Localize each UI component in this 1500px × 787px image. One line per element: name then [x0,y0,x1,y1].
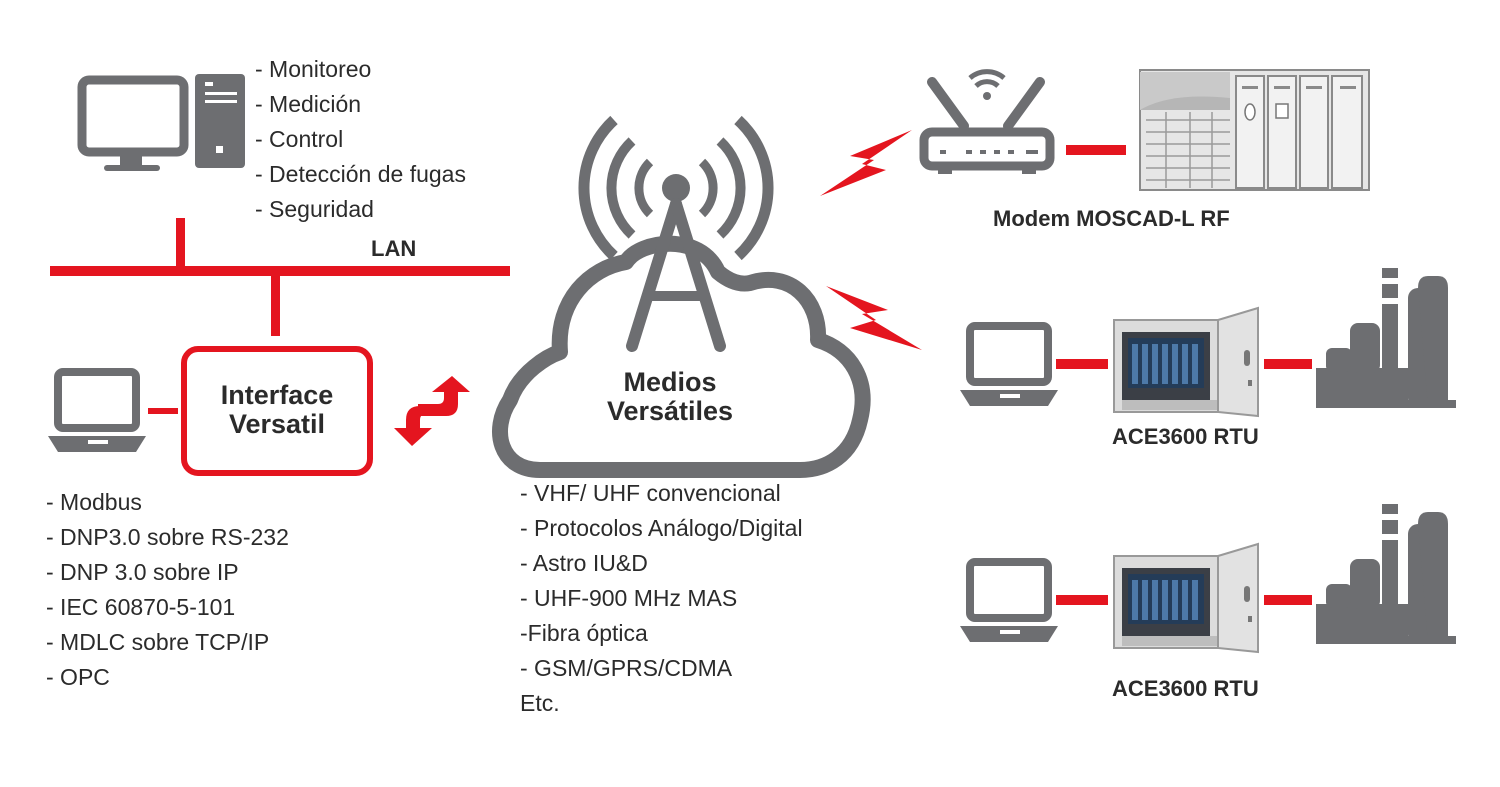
laptop-icon [960,562,1058,642]
laptop-icon [960,326,1058,406]
list-item: - OPC [46,664,110,690]
list-item: - Astro IU&D [520,550,648,576]
list-item: - DNP3.0 sobre RS-232 [46,524,289,550]
rtu-label: ACE3600 RTU [1112,676,1259,701]
cloud-title-line2: Versátiles [606,396,734,426]
desktop-computer-icon [77,74,245,171]
laptop-icon [48,372,146,452]
media-list: - VHF/ UHF convencional - Protocolos Aná… [520,476,803,721]
list-item: -Fibra óptica [520,620,648,646]
list-item: - Control [255,126,344,152]
rtu-connector [1056,595,1108,605]
list-item: - Protocolos Análogo/Digital [520,515,803,541]
rtu-connector [1264,359,1312,369]
list-item: - DNP 3.0 sobre IP [46,559,239,585]
list-item: - Detección de fugas [255,161,466,187]
lightning-bolt-icon [826,286,922,350]
interface-title: Interface Versatil [184,381,370,439]
list-item: - VHF/ UHF convencional [520,480,781,506]
list-item: - UHF-900 MHz MAS [520,585,738,611]
laptop-connector [148,408,178,414]
rtu-label: ACE3600 RTU [1112,424,1259,449]
list-item: - Modbus [46,489,142,515]
workstation-functions-list: - Monitoreo - Medición - Control - Detec… [255,52,466,227]
lightning-bolt-icon [820,130,912,196]
rtu-cabinet-icon [1113,307,1259,417]
radio-tower-icon [578,115,774,352]
list-item: - MDLC sobre TCP/IP [46,629,270,655]
bidirectional-arrows-icon [394,376,470,446]
list-item: Etc. [520,690,560,716]
rtu-connector [1056,359,1108,369]
lan-bus [50,218,510,336]
rtu-connector [1264,595,1312,605]
list-item: - Medición [255,91,362,117]
interface-title-line1: Interface [220,380,334,410]
rack-chassis-icon [1139,69,1370,191]
cloud-title-line1: Medios [623,367,717,397]
industrial-plant-icon [1316,268,1456,408]
list-item: - IEC 60870-5-101 [46,594,236,620]
cloud-title: Medios Versátiles [590,368,750,426]
cloud-icon [492,235,871,478]
rtu-cabinet-icon [1113,543,1259,653]
list-item: - GSM/GPRS/CDMA [520,655,733,681]
interface-box [181,346,373,476]
router-icon [919,69,1055,174]
interface-title-line2: Versatil [228,409,326,439]
router-connector [1066,145,1126,155]
list-item: - Seguridad [255,196,374,222]
modem-label: Modem MOSCAD-L RF [993,206,1230,231]
industrial-plant-icon [1316,504,1456,644]
protocols-list: - Modbus - DNP3.0 sobre RS-232 - DNP 3.0… [46,485,289,695]
lan-label: LAN [371,236,417,261]
list-item: - Monitoreo [255,56,372,82]
